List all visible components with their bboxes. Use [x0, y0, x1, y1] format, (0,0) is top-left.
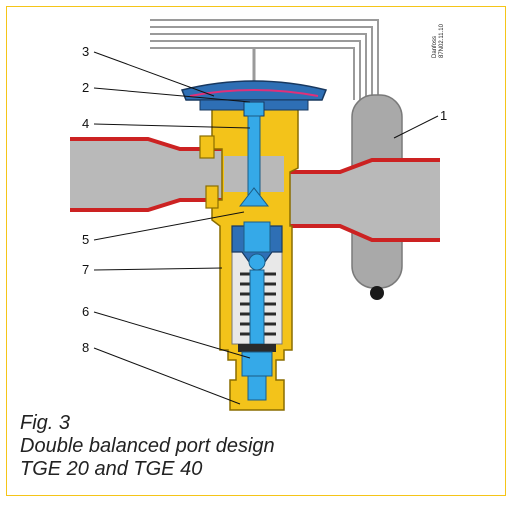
figure-caption: Fig. 3 Double balanced port design TGE 2…: [20, 412, 320, 481]
callout-7: 7: [82, 262, 89, 277]
callout-1: 1: [440, 108, 447, 123]
outlet-pipe: [290, 158, 440, 242]
orifice-assembly: [231, 221, 283, 271]
inlet-pipe: [70, 137, 222, 212]
callout-numbers: 1 2 3 4 5 6 7 8: [82, 44, 447, 355]
diaphragm-head: [180, 80, 328, 117]
figure-title: Double balanced port design: [20, 435, 275, 457]
drawing-code-text: 87N02.11.10: [439, 23, 445, 58]
figure-label: Fig. 3: [20, 412, 71, 434]
callout-6: 6: [82, 304, 89, 319]
figure-models: TGE 20 and TGE 40: [20, 458, 203, 480]
callout-leaders: [93, 51, 439, 405]
callout-4: 4: [82, 116, 89, 131]
spring-guide: [249, 269, 265, 345]
callout-5: 5: [82, 232, 89, 247]
callout-8: 8: [82, 340, 89, 355]
brand-text: Danfoss: [432, 36, 438, 58]
callout-3: 3: [82, 44, 89, 59]
push-pin: [238, 115, 270, 207]
adjusting-spindle: [238, 344, 276, 401]
drawing-reference: Danfoss 87N02.11.10: [432, 23, 445, 58]
callout-2: 2: [82, 80, 89, 95]
